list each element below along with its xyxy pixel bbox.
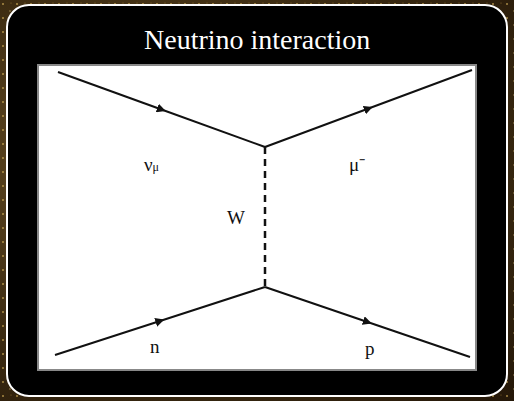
particle-label: p xyxy=(365,338,375,361)
particle-label: μ⁻ xyxy=(349,154,365,177)
neutron-line xyxy=(55,287,265,355)
diagram-area xyxy=(38,65,476,370)
muon-line xyxy=(265,70,472,147)
panel-title: Neutrino interaction xyxy=(144,24,370,56)
neutrino-line xyxy=(58,72,265,147)
particle-label: n xyxy=(150,336,160,359)
particle-label: νμ xyxy=(144,154,159,177)
dark-panel xyxy=(7,5,507,396)
w-boson-line xyxy=(264,147,267,287)
particle-label: W xyxy=(227,207,245,230)
